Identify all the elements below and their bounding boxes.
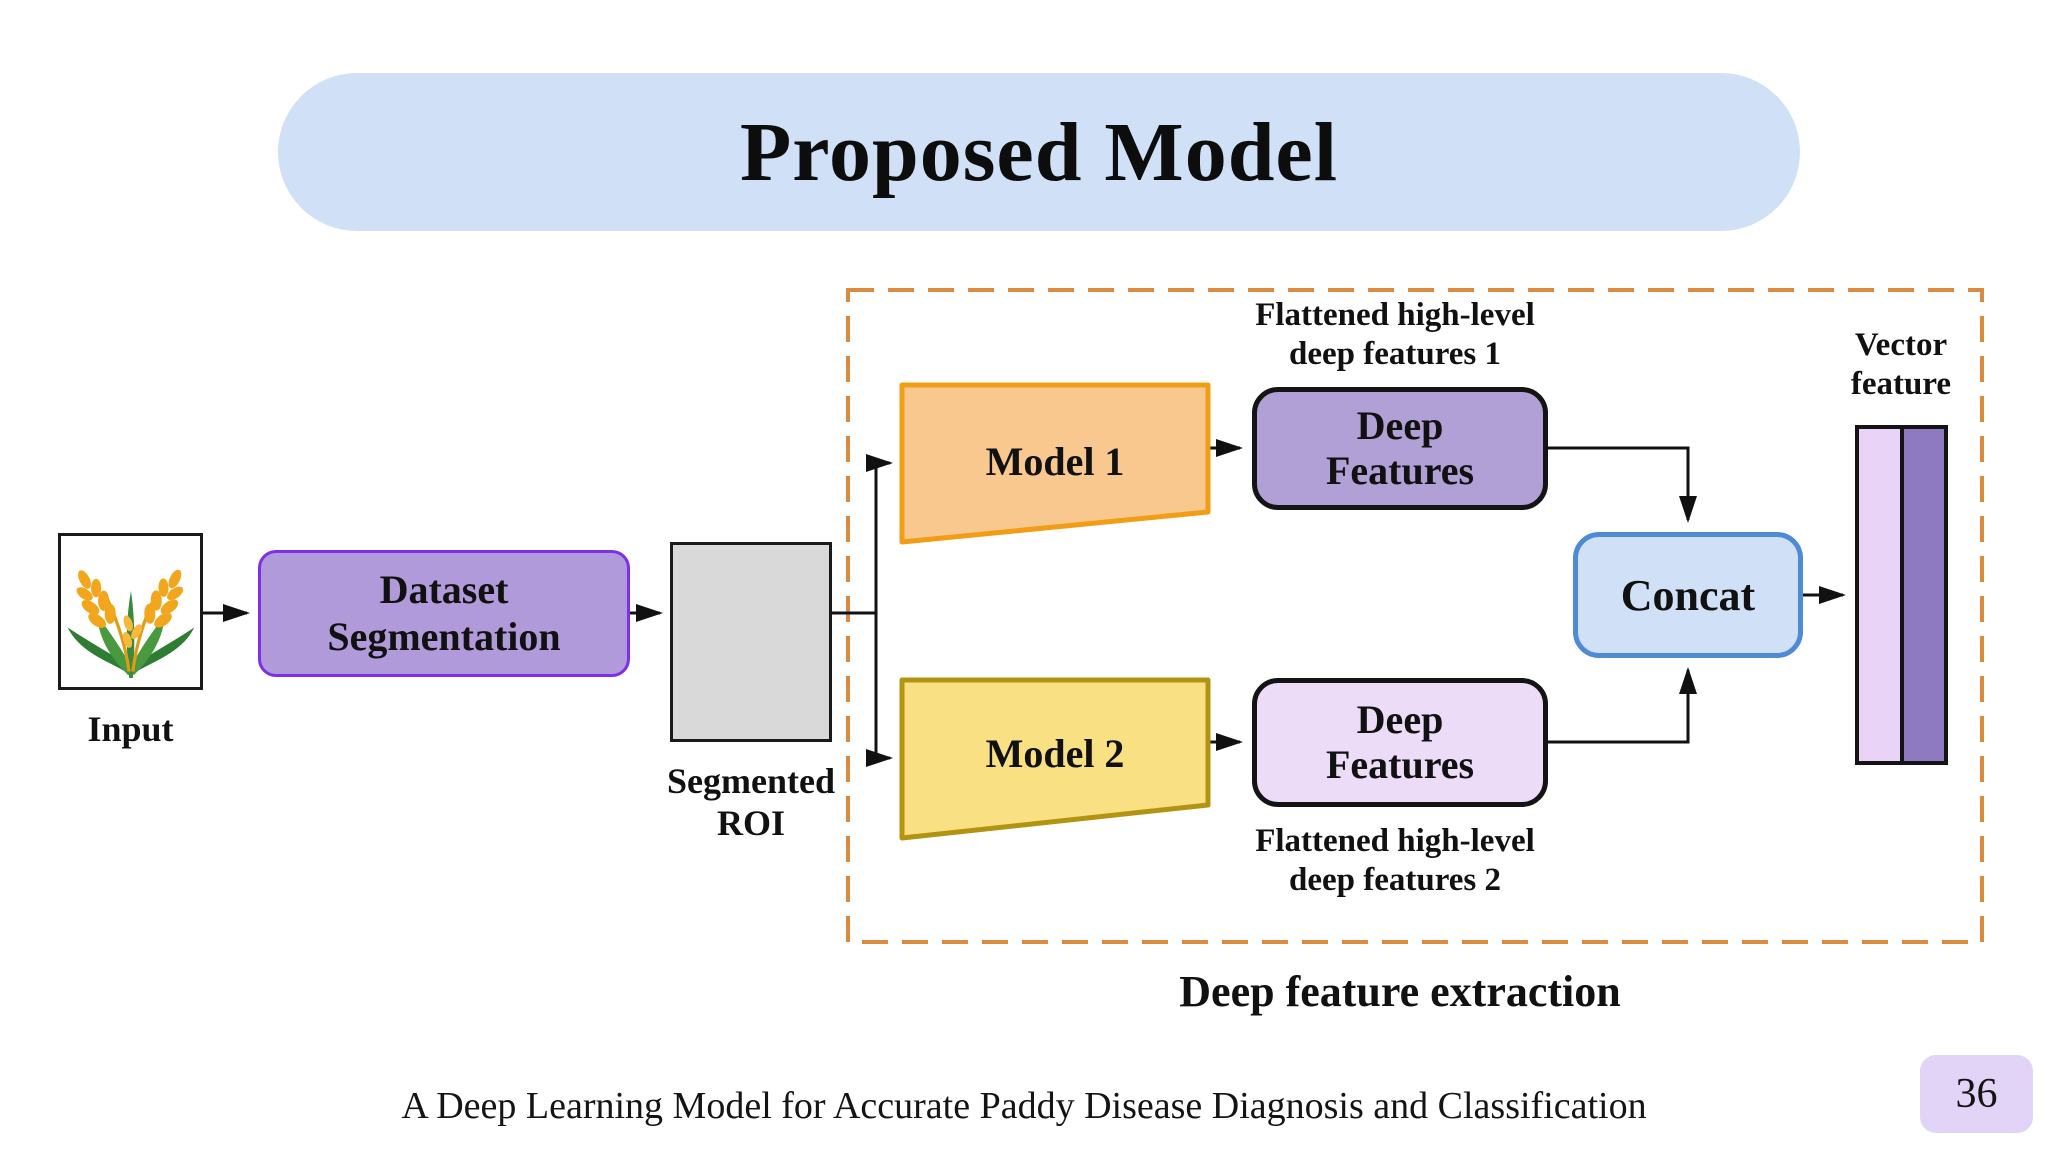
dataset-segmentation-node: Dataset Segmentation (258, 550, 630, 677)
input-label: Input (87, 709, 174, 749)
page-number: 36 (1955, 1071, 1998, 1117)
segmented-roi-label: Segmented ROI (667, 761, 835, 844)
page-title: Proposed Model (739, 105, 1339, 199)
deep-features-1-node: Deep Features (1252, 387, 1548, 510)
flattened-label-1: Flattened high-level deep features 1 (1255, 297, 1535, 372)
dataset-segmentation-line1: Dataset (379, 567, 509, 613)
page-number-badge: 36 (1920, 1055, 2033, 1133)
model2-label: Model 2 (985, 731, 1125, 776)
section-label: Deep feature extraction (1179, 967, 1621, 1016)
title-pill: Proposed Model (278, 73, 1800, 231)
flattened-label-2: Flattened high-level deep features 2 (1255, 823, 1535, 898)
deep-features-2-node: Deep Features (1252, 678, 1548, 807)
vector-bar-light (1859, 429, 1900, 761)
concat-node: Concat (1573, 532, 1803, 658)
model1-label: Model 1 (985, 439, 1125, 484)
vector-feature-label: Vector feature (1850, 327, 1952, 402)
footer-caption: A Deep Learning Model for Accurate Paddy… (401, 1085, 1647, 1127)
paddy-plant-icon (67, 569, 195, 678)
input-image-thumbnail (58, 533, 203, 690)
segmented-roi-node (670, 542, 832, 742)
dataset-segmentation-line2: Segmentation (327, 613, 561, 659)
vector-bar-dark (1900, 429, 1944, 761)
vector-feature-bars (1855, 425, 1948, 765)
